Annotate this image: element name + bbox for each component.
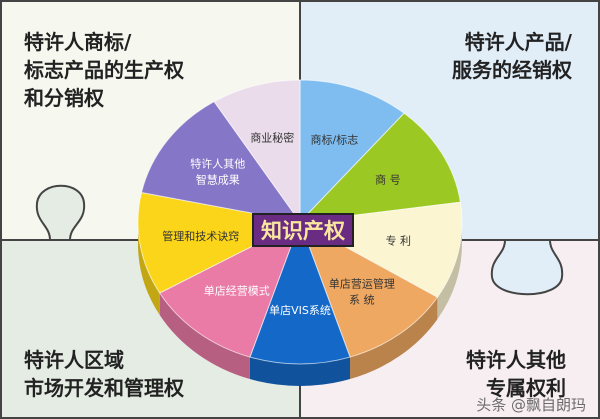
pie-slice-label: 管理和技术诀窍 [162,229,239,243]
pie-slice-side [437,222,462,320]
pie-slice-label-line: 商标/标志 [310,132,358,146]
pie-slice-label: 单店VIS系统 [269,303,331,317]
pie-slice-label-line: 管理和技术诀窍 [162,229,239,243]
corner-line: 专属权利 [486,376,566,400]
pie-slice-label-line: 单店VIS系统 [269,303,331,317]
pie-slice-label-line: 系 统 [349,293,375,306]
pie-slice-label-line: 特许人其他 [190,157,245,171]
pie-slice [140,100,302,223]
corner-line: 和分销权 [24,86,104,110]
pie-slice-side [159,293,250,380]
corner-line: 特许人商标/ [24,30,132,54]
pie-slice-label: 商标/标志 [310,132,358,146]
pie-slice-label: 特许人其他智慧成果 [190,157,245,187]
pie-slice-label: 单店营运管理系 统 [329,276,395,306]
pie-slice [299,79,405,224]
pie-slice-side [138,222,160,315]
center-label: 知识产权 [261,219,345,243]
pie-slice-label: 专 利 [385,233,411,247]
corner-line: 标志产品的生产权 [24,58,184,82]
corner-top-right: 特许人产品/ 服务的经销权 [452,28,572,84]
pie-slice-label-line: 专 利 [385,233,411,247]
puzzle-knob-left [35,184,86,241]
pie-slice-label: 单店经营模式 [204,283,270,297]
pie-slice-label-line: 单店经营模式 [204,283,270,297]
pie-slice-label: 商 号 [375,172,401,186]
pie-slice [249,220,351,365]
watermark: 头条 @飘自朗玛 [476,396,586,414]
pie-slice-label: 商业秘密 [250,130,294,144]
corner-line: 服务的经销权 [452,58,572,82]
pie-slice [158,220,301,358]
corner-top-left: 特许人商标/ 标志产品的生产权 和分销权 [24,28,184,112]
corner-line: 市场开发和管理权 [24,376,184,400]
pie-slice-side [249,357,351,386]
corner-bottom-right: 特许人其他 专属权利 [466,346,566,402]
pie-slice [299,220,439,358]
corner-bottom-left: 特许人区域 市场开发和管理权 [24,346,184,402]
corner-line: 特许人产品/ [464,30,572,54]
pie-slice-label-line: 商 号 [375,172,401,186]
pie-slice-label-line: 单店营运管理 [329,276,395,290]
corner-line: 特许人区域 [24,348,124,372]
pie-slice-label-line: 智慧成果 [196,173,240,187]
puzzle-knob-right [490,239,564,296]
corner-line: 特许人其他 [466,348,566,372]
center-label-box: 知识产权 [252,213,354,247]
pie-slice [298,112,461,223]
pie-slice [213,79,301,224]
pie-slice-label-line: 商业秘密 [250,130,294,144]
